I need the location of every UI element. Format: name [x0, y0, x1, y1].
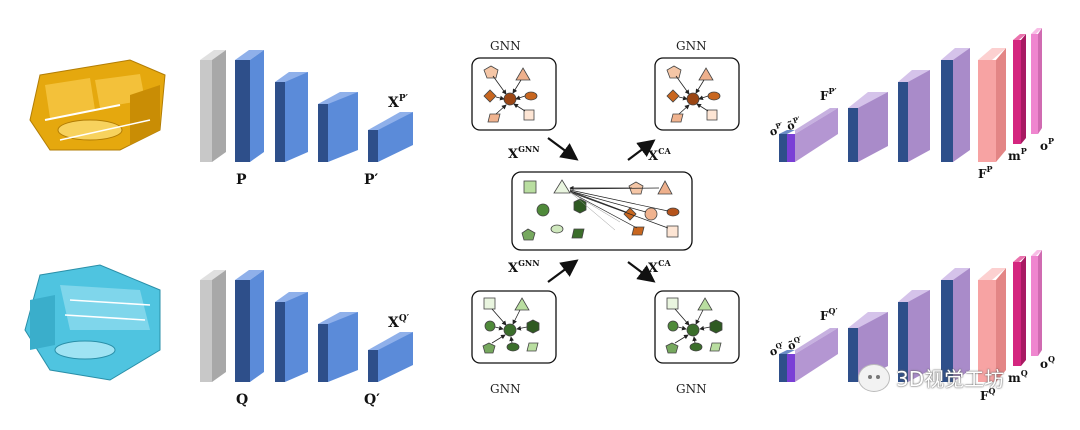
- cross-attention-box: [511, 171, 693, 251]
- decoder-block-3: [941, 48, 970, 162]
- label-q-prime: Q′: [364, 392, 380, 408]
- label-p: P: [236, 172, 247, 188]
- decoder-block-2: [898, 70, 930, 162]
- label-o-p-prime: oP′ õP′: [767, 114, 803, 138]
- output-block-o: [1031, 28, 1042, 134]
- decoder-slab-o-q: [779, 328, 838, 382]
- point-cloud-p: [29, 59, 166, 151]
- label-x-gnn-bottom: XGNN: [508, 258, 540, 276]
- decoder-block-3-q: [941, 268, 970, 382]
- encoder-bottom: [200, 270, 413, 382]
- gnn-box-top-right: [654, 57, 740, 131]
- encoder-block-1: [235, 50, 264, 162]
- label-o-q: oQ: [1040, 354, 1055, 371]
- gnn-box-top-left: [471, 57, 557, 131]
- label-x-ca-top: XCA: [648, 146, 671, 164]
- encoder-block-4: [368, 112, 413, 162]
- encoder-block-input-q: [200, 270, 226, 382]
- label-o-p: oP: [1040, 136, 1054, 153]
- output-block-m-q: [1013, 256, 1026, 366]
- label-o-q-prime: oQ′ õQ′: [767, 334, 805, 359]
- label-f-p-prime: FP′: [820, 86, 837, 103]
- encoder-block-2: [275, 72, 308, 162]
- label-x-ca-bottom: XCA: [648, 258, 671, 276]
- label-f-q: FQ: [980, 386, 996, 403]
- point-cloud-q: [24, 264, 161, 381]
- gnn-box-bottom-left: [471, 290, 557, 364]
- label-x-gnn-top: XGNN: [508, 144, 540, 162]
- gnn-label-bottom-right: GNN: [676, 382, 707, 396]
- encoder-top: [200, 50, 413, 162]
- label-m-p: mP: [1008, 146, 1027, 163]
- label-p-prime: P′: [364, 172, 379, 188]
- encoder-block-2-q: [275, 292, 308, 382]
- label-x-p-prime: XP′: [388, 94, 409, 111]
- output-block-o-q: [1031, 250, 1042, 356]
- output-block-f-q: [978, 268, 1006, 382]
- watermark-text: 3D视觉工坊: [896, 367, 1005, 391]
- label-f-p: FP: [978, 164, 993, 181]
- label-q: Q: [236, 392, 248, 408]
- label-x-q-prime: XQ′: [388, 314, 410, 331]
- decoder-block-1: [848, 92, 888, 162]
- gnn-label-top-left: GNN: [490, 39, 521, 53]
- wechat-icon: [858, 363, 890, 392]
- decoder-slab-o: [779, 108, 838, 162]
- gnn-label-top-right: GNN: [676, 39, 707, 53]
- encoder-block-3: [318, 92, 358, 162]
- gnn-box-bottom-right: [654, 290, 740, 364]
- flow-arrows: [547, 137, 656, 283]
- label-m-q: mQ: [1008, 368, 1028, 385]
- output-block-m: [1013, 34, 1026, 144]
- encoder-block-1-q: [235, 270, 264, 382]
- decoder-top: [779, 28, 1042, 162]
- label-f-q-prime: FQ′: [820, 306, 838, 323]
- encoder-block-4-q: [368, 332, 413, 382]
- decoder-block-2-q: [898, 290, 930, 382]
- encoder-block-3-q: [318, 312, 358, 382]
- output-block-f: [978, 48, 1006, 162]
- watermark: 3D视觉工坊: [858, 363, 1004, 392]
- encoder-block-input: [200, 50, 226, 162]
- gnn-label-bottom-left: GNN: [490, 382, 521, 396]
